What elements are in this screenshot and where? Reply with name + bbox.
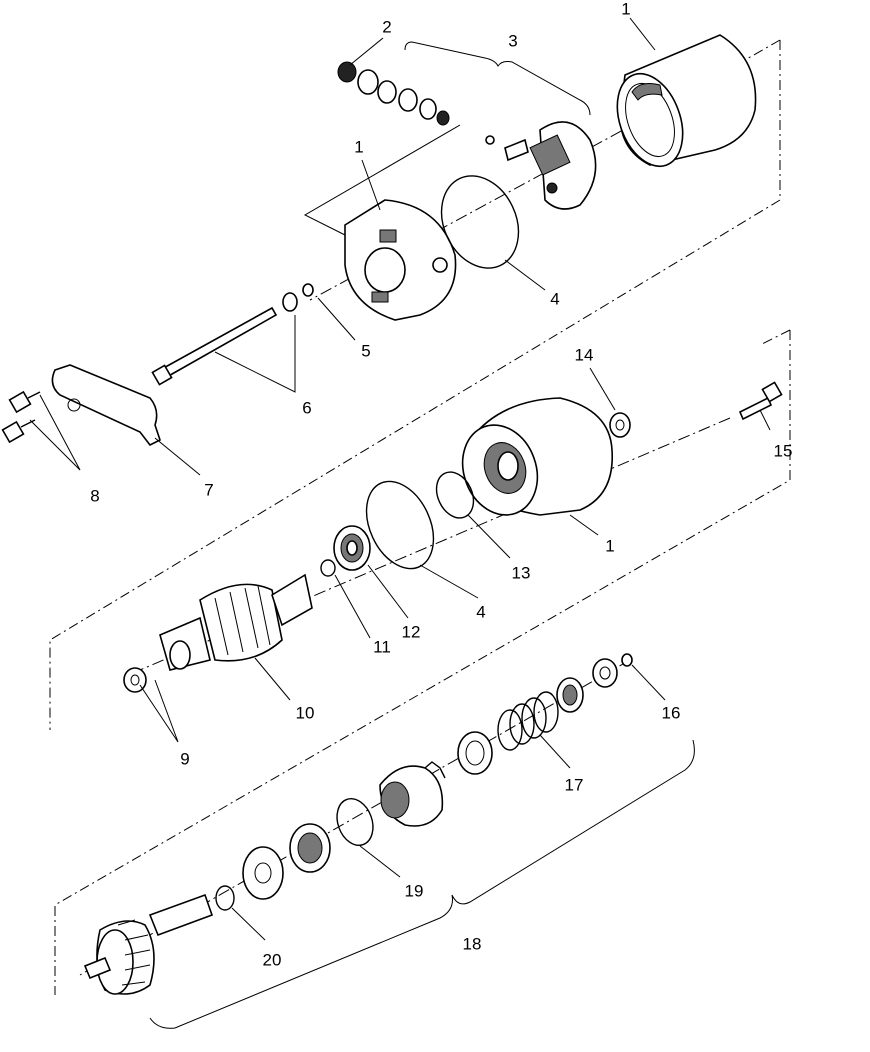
panel-boundaries (49, 39, 791, 995)
label-15: 15 (774, 441, 793, 460)
callout-labels: 1 2 3 1 4 5 6 7 8 14 15 1 13 4 12 11 10 … (90, 0, 792, 969)
label-8: 8 (90, 486, 99, 505)
label-2: 2 (382, 17, 391, 36)
clutch-ring (336, 798, 374, 846)
snap-ring (320, 559, 336, 577)
label-9: 9 (180, 749, 189, 768)
label-16: 16 (662, 703, 681, 722)
label-7: 7 (204, 480, 213, 499)
label-17: 17 (565, 775, 584, 794)
leader-lines (29, 17, 771, 1029)
label-14: 14 (575, 345, 594, 364)
shaft-snap-ring (215, 885, 235, 911)
bracket-bolts (1, 390, 41, 444)
through-bolt (151, 292, 298, 386)
housing-washer (609, 412, 631, 438)
bearing (333, 525, 371, 571)
o-ring-middle (365, 480, 435, 570)
brush-holder (485, 121, 597, 210)
o-ring-small (435, 471, 475, 519)
yoke-cylinder (616, 34, 757, 168)
housing-bolt (738, 381, 783, 421)
bracket-plate (51, 364, 161, 447)
end-nut (592, 653, 633, 688)
label-3: 3 (508, 31, 517, 50)
drive-sleeve (457, 731, 493, 775)
label-12: 12 (402, 622, 421, 641)
label-13: 13 (512, 563, 531, 582)
overrunning-clutch (379, 761, 446, 827)
small-washer (302, 283, 314, 297)
gear-shaft (83, 893, 214, 995)
label-4-middle: 4 (476, 602, 485, 621)
label-11: 11 (373, 637, 391, 656)
label-1-housing: 1 (605, 536, 614, 555)
label-6: 6 (302, 398, 311, 417)
washer-stack (337, 61, 450, 126)
clutch-spacer (289, 823, 331, 873)
label-1-yoke: 1 (621, 0, 630, 18)
label-5: 5 (361, 341, 370, 360)
label-10: 10 (296, 703, 315, 722)
label-19: 19 (405, 881, 424, 900)
drive-housing (461, 397, 613, 516)
spring-collar (556, 677, 584, 713)
label-18: 18 (463, 934, 482, 953)
o-ring-top (440, 175, 520, 269)
armature (159, 573, 313, 671)
label-20: 20 (263, 950, 282, 969)
drive-spring (497, 691, 559, 751)
end-cover (344, 199, 457, 321)
shaft-washer (242, 846, 284, 900)
label-4-top: 4 (550, 289, 559, 308)
label-1-end-cover: 1 (354, 137, 363, 156)
